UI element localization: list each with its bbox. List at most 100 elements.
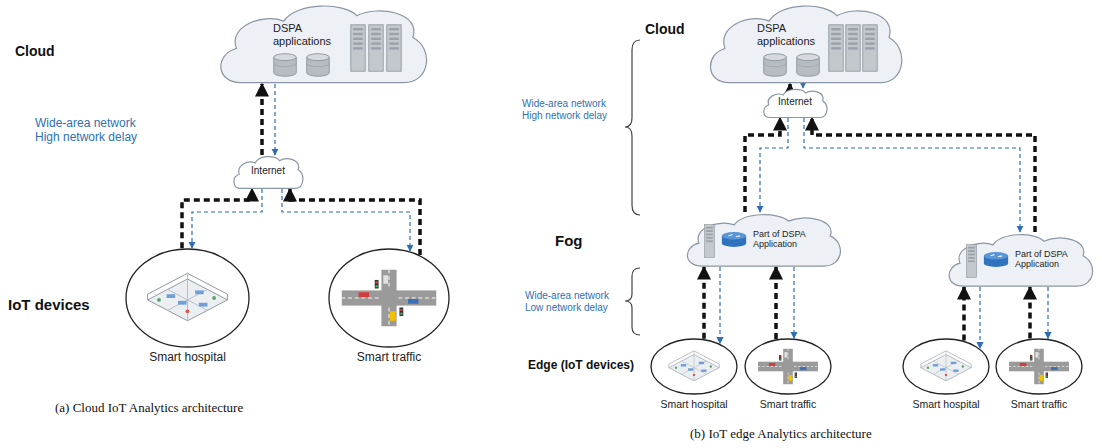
site-ellipse	[744, 338, 832, 395]
server-icons-part	[863, 25, 877, 71]
iot-site: Smart traffic	[744, 338, 832, 395]
figure-caption: (a) Cloud IoT Analytics architecture	[55, 400, 243, 416]
layer-label: Fog	[555, 232, 583, 250]
cloud-outline-path	[221, 6, 427, 83]
fog-node: Part of DSPA Application	[945, 232, 1095, 287]
uplink-arrow	[745, 118, 780, 212]
network-note: Wide-area network High network delay	[522, 98, 622, 122]
uplink-arrow	[260, 84, 264, 155]
iot-site: Smart hospital	[650, 338, 738, 395]
uplink-arrow	[774, 267, 778, 339]
fog-node-icons-part	[704, 225, 714, 258]
layer-brackets	[625, 40, 640, 335]
site-name: Smart hospital	[660, 398, 727, 410]
site-ellipse	[995, 338, 1083, 395]
server-icons-part	[764, 54, 787, 77]
site-ellipse-outline	[126, 249, 249, 347]
server-icons-part	[369, 25, 383, 71]
site-illustrations-part	[342, 270, 437, 327]
site-illustrations-part	[1009, 349, 1069, 385]
layer-label: Cloud	[15, 43, 55, 60]
server-icons-part	[846, 25, 860, 71]
site-name: Smart traffic	[760, 398, 816, 410]
uplink-arrow	[962, 287, 966, 340]
fog-node-icons	[704, 225, 1008, 278]
uplink-arrow	[788, 84, 792, 88]
downlink-arrow	[979, 287, 980, 348]
server-icons-part	[351, 25, 365, 71]
figure-caption: (b) IoT edge Analytics architecture	[690, 426, 872, 442]
node-label: DSPA applications	[757, 22, 823, 47]
site-ellipse	[125, 248, 250, 348]
uplink-arrow	[290, 189, 420, 255]
downlink-arrow	[1047, 287, 1048, 339]
site-name: Smart traffic	[357, 351, 421, 365]
server-icons-part	[274, 54, 297, 77]
node-label: DSPA applications	[273, 22, 339, 47]
connector-group	[182, 84, 1048, 348]
cloud-outline-path	[949, 235, 1093, 286]
network-note-slot: Wide-area network High network delay	[35, 116, 160, 145]
fog-node-icons-part	[966, 245, 976, 278]
uplink-arrow	[1028, 287, 1032, 339]
iot-site: Smart hospital	[125, 248, 250, 348]
layer-label-slot: Edge (IoT devices)	[528, 355, 634, 373]
cloud-outline-path	[710, 6, 901, 83]
cloud-outline-path	[764, 89, 827, 117]
downlink-arrow	[804, 118, 1020, 232]
server-icons-part	[829, 25, 843, 71]
site-ellipse	[650, 338, 738, 395]
fog-node-icons-part	[722, 232, 746, 247]
layer-label-slot: Fog	[555, 232, 583, 250]
site-ellipse	[902, 338, 990, 395]
iot-site: Smart traffic	[328, 248, 450, 348]
iot-site: Smart hospital	[902, 338, 990, 395]
uplink-arrow	[702, 267, 706, 339]
site-name: Smart hospital	[912, 398, 979, 410]
layer-label: IoT devices	[8, 296, 90, 314]
node-label: Internet	[251, 165, 285, 177]
layer-brackets-part	[625, 268, 640, 335]
internet-cloud: Internet	[762, 88, 828, 118]
server-icons-part	[797, 54, 820, 77]
site-ellipse-outline	[651, 339, 737, 394]
site-ellipse-outline	[745, 339, 831, 394]
cloud-outline-path	[687, 215, 840, 266]
layer-label-slot: IoT devices	[8, 296, 90, 314]
site-name: Smart hospital	[149, 351, 226, 365]
server-icons	[274, 25, 877, 76]
downlink-arrow	[192, 189, 262, 248]
downlink-arrow	[802, 84, 803, 88]
network-note-slot: Wide-area network Low network delay	[525, 290, 625, 315]
site-illustrations-part	[669, 351, 719, 381]
iot-site: Smart traffic	[995, 338, 1083, 395]
site-name: Smart traffic	[1011, 398, 1067, 410]
layer-label-slot: Cloud	[15, 42, 55, 60]
site-ellipse-outline	[903, 339, 989, 394]
layer-label: Edge (IoT devices)	[528, 358, 634, 372]
site-ellipse	[328, 248, 450, 348]
figure-caption-slot: (b) IoT edge Analytics architecture	[690, 424, 872, 442]
site-illustrations-part	[921, 351, 971, 381]
network-note-slot: Wide-area network High network delay	[522, 98, 622, 123]
layer-brackets-part	[625, 40, 640, 215]
site-illustrations-part	[148, 273, 228, 321]
figure-caption-slot: (a) Cloud IoT Analytics architecture	[55, 398, 243, 416]
downlink-arrow	[274, 84, 275, 155]
fog-node-icons-part	[984, 252, 1008, 267]
cloud-datacenter: DSPA applications	[215, 2, 430, 84]
network-note: Wide-area network Low network delay	[525, 290, 625, 314]
server-icons-part	[387, 25, 401, 71]
site-illustrations	[148, 270, 1069, 385]
node-label: Internet	[778, 96, 812, 108]
layer-label: Cloud	[645, 21, 685, 38]
fog-node: Part of DSPA Application	[683, 212, 843, 267]
internet-cloud: Internet	[232, 155, 304, 189]
node-label: Part of DSPA Application	[1015, 249, 1089, 270]
site-ellipse-outline	[329, 249, 449, 347]
network-note: Wide-area network High network delay	[35, 116, 160, 145]
downlink-arrow	[719, 267, 720, 344]
